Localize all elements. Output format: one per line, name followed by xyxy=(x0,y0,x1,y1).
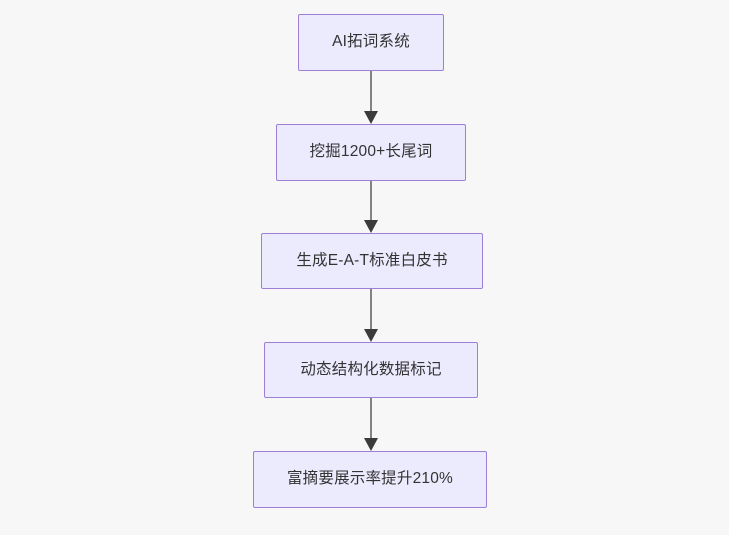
arrowhead-n2-n3 xyxy=(364,220,378,233)
flow-node-label: AI拓词系统 xyxy=(332,33,410,51)
flow-node-ai-keyword-system[interactable]: AI拓词系统 xyxy=(298,14,444,71)
arrowhead-n3-n4 xyxy=(364,329,378,342)
flow-node-dynamic-structured-data-markup[interactable]: 动态结构化数据标记 xyxy=(264,342,478,398)
flow-node-generate-eat-whitepaper[interactable]: 生成E-A-T标准白皮书 xyxy=(261,233,483,289)
flow-node-label: 挖掘1200+长尾词 xyxy=(309,143,433,161)
flow-node-label: 富摘要展示率提升210% xyxy=(286,470,454,488)
arrowhead-n1-n2 xyxy=(364,111,378,124)
arrowhead-n4-n5 xyxy=(364,438,378,451)
flow-node-label: 动态结构化数据标记 xyxy=(300,360,442,378)
flow-node-mine-longtail-keywords[interactable]: 挖掘1200+长尾词 xyxy=(276,124,466,181)
flow-node-rich-snippet-impression-lift[interactable]: 富摘要展示率提升210% xyxy=(253,451,487,508)
flow-node-label: 生成E-A-T标准白皮书 xyxy=(296,251,448,269)
